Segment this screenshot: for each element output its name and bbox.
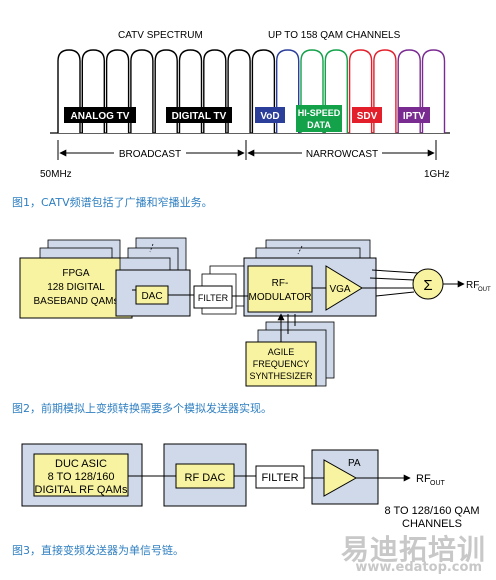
fpga-label-2: 128 DIGITAL [47, 282, 105, 293]
broadcast-label: BROADCAST [119, 149, 181, 160]
synth-label-3: SYNTHESIZER [249, 371, 313, 381]
dac-stack-dots [149, 243, 154, 253]
narrowcast-label: NARROWCAST [306, 149, 378, 160]
rf-out-label: RF [466, 280, 479, 291]
fig3-filter-box [255, 465, 305, 489]
dac-label: DAC [141, 291, 162, 302]
fig1-caption: 图1，CATV频谱包括了广播和窄播业务。 [12, 196, 213, 209]
vod-box [255, 107, 285, 123]
rfdac-label: RF DAC [185, 472, 226, 484]
synth-label-1: AGILE [268, 347, 295, 357]
filter-box [193, 285, 233, 309]
freq-high-label: 1GHz [424, 169, 450, 180]
vod-label: VoD [260, 111, 279, 122]
rf-out-sub: OUT [478, 287, 491, 293]
rfmod-label-2: MODULATOR [249, 292, 312, 303]
channel-hump [227, 49, 251, 133]
fig1-title-left: CATV SPECTRUM [118, 30, 203, 41]
vga-label: VGA [329, 284, 350, 295]
iptv-box [398, 107, 430, 123]
channel-hump [130, 49, 154, 133]
hispeed-box [296, 105, 342, 132]
duc-label-2: 8 TO 128/160 [48, 471, 115, 483]
synth-label-2: FREQUENCY [253, 359, 310, 369]
vga-to-sum-wire-2 [371, 269, 419, 274]
fig3-channels-label-2: CHANNELS [402, 518, 462, 530]
fig3-caption: 图3，直接变频发送器为单信号链。 [12, 544, 184, 557]
freq-low-label: 50MHz [40, 169, 72, 180]
sum-symbol: Σ [423, 277, 432, 294]
fig2-caption: 图2，前期模拟上变频转换需要多个模拟发送器实现。 [12, 402, 272, 415]
vga-to-sum-wire-1 [369, 277, 415, 281]
hispeed-label-1: HI-SPEED [298, 108, 341, 118]
iptv-label: IPTV [403, 111, 426, 122]
fig3-rf-out-sub: OUT [430, 480, 446, 487]
rfmod-label-1: RF- [272, 278, 289, 289]
fpga-label-3: BASEBAND QAMs [33, 296, 118, 307]
analog-tv-box [64, 107, 136, 123]
fig1-title-right: UP TO 158 QAM CHANNELS [268, 30, 401, 41]
fig3-rf-out-label: RF [416, 473, 431, 485]
rfmod-box [247, 265, 313, 313]
hispeed-label-2: DATA [307, 120, 331, 130]
fpga-box [19, 257, 133, 319]
rfmod-stack-dots [297, 245, 303, 255]
digital-tv-box [166, 107, 232, 123]
fig3-filter-label: FILTER [261, 472, 298, 484]
vga-to-sum-wire-3 [375, 291, 415, 297]
sdv-box [352, 107, 382, 123]
duc-box [33, 453, 129, 497]
filter-label: FILTER [198, 293, 229, 303]
duc-label-1: DUC ASIC [55, 458, 107, 470]
watermark-logo: 易迪拓培训 [340, 533, 486, 566]
digital-tv-label: DIGITAL TV [172, 111, 227, 122]
sdv-label: SDV [357, 111, 378, 122]
watermark-url: www.edatop.com [355, 560, 482, 575]
analog-tv-label: ANALOG TV [71, 111, 130, 122]
duc-label-3: DIGITAL RF QAMs [35, 484, 128, 496]
fpga-label-1: FPGA [62, 268, 90, 279]
pa-label: PA [348, 458, 361, 469]
fig3-channels-label-1: 8 TO 128/160 QAM [385, 505, 480, 517]
